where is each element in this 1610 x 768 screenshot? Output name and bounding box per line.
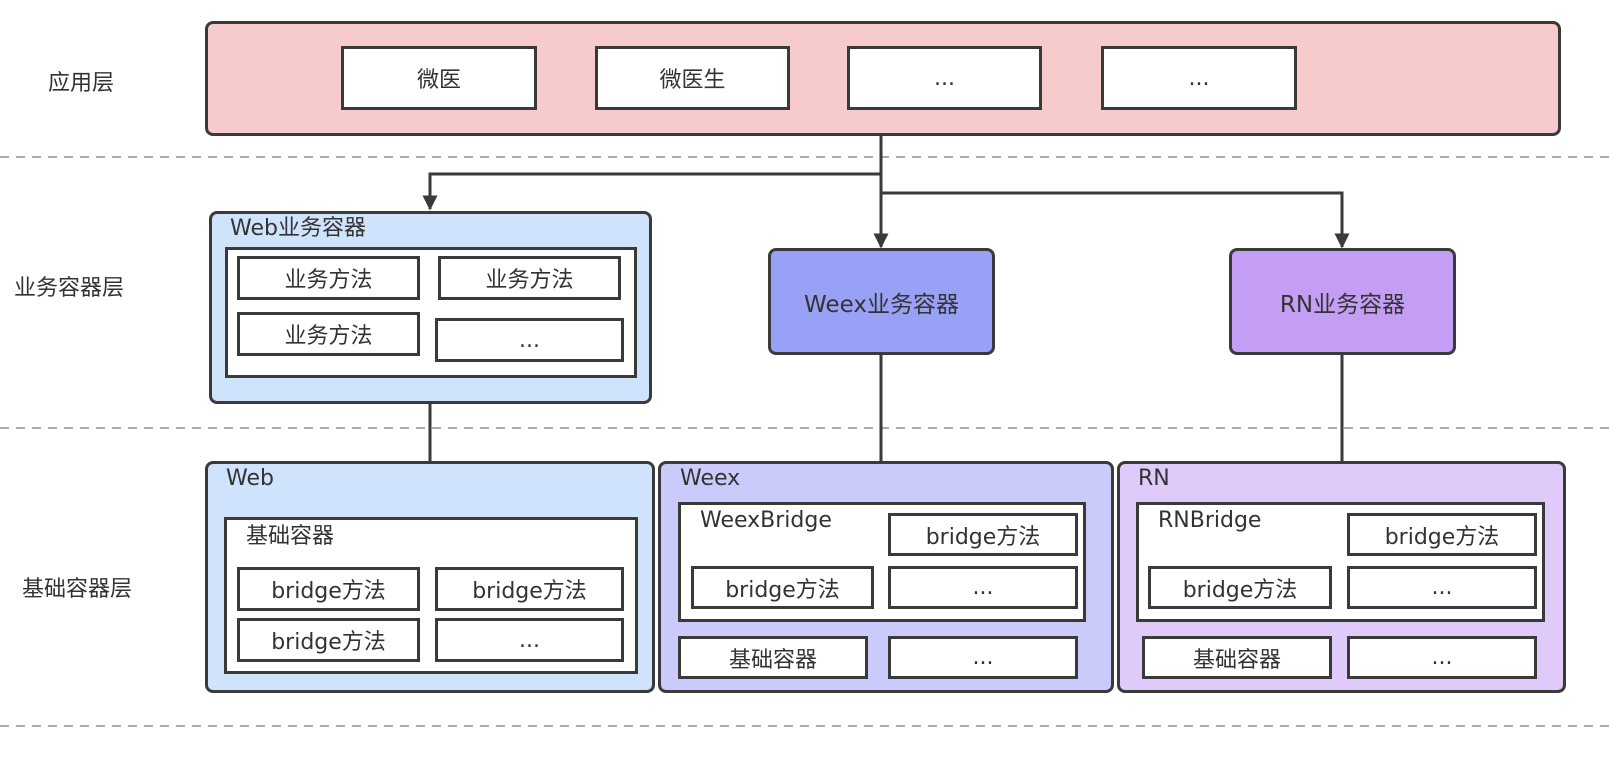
web-base-bridge-method-2: bridge方法 <box>435 567 624 611</box>
layer-label-app: 应用层 <box>48 71 115 96</box>
app-box-weiyisheng: 微医生 <box>595 46 790 110</box>
web-base-title: Web <box>226 466 274 491</box>
weex-bridge-method-more: ... <box>888 566 1078 609</box>
rn-bridge-title: RNBridge <box>1158 508 1262 533</box>
layer-label-base: 基础容器层 <box>22 577 133 602</box>
web-business-method-2: 业务方法 <box>438 256 621 300</box>
web-base-bridge-method-more: ... <box>435 618 624 662</box>
app-box-weiyi: 微医 <box>341 46 537 110</box>
rn-bridge-method-more: ... <box>1347 566 1537 609</box>
web-base-inner-title: 基础容器 <box>246 524 335 549</box>
weex-bridge-title: WeexBridge <box>700 508 832 533</box>
weex-base-more-box: ... <box>888 636 1078 679</box>
layer-label-business: 业务容器层 <box>14 276 125 301</box>
web-business-title: Web业务容器 <box>230 216 366 241</box>
weex-base-title: Weex <box>680 466 741 491</box>
web-business-method-1: 业务方法 <box>237 256 420 300</box>
rn-bridge-method-1: bridge方法 <box>1347 513 1537 556</box>
rn-bridge-method-2: bridge方法 <box>1148 566 1332 609</box>
rn-base-title: RN <box>1138 466 1170 491</box>
weex-business-container: Weex业务容器 <box>768 248 995 355</box>
weex-bridge-method-1: bridge方法 <box>888 513 1078 556</box>
rn-base-more-box: ... <box>1347 636 1537 679</box>
web-base-bridge-method-1: bridge方法 <box>237 567 420 611</box>
app-box-more-1: ... <box>847 46 1042 110</box>
web-base-bridge-method-3: bridge方法 <box>237 618 420 662</box>
weex-bridge-method-2: bridge方法 <box>691 566 874 609</box>
web-business-method-more: ... <box>435 318 624 362</box>
rn-base-core-box: 基础容器 <box>1142 636 1332 679</box>
web-business-method-3: 业务方法 <box>237 312 420 356</box>
arrow-app-to-web-business <box>422 135 883 211</box>
app-box-more-2: ... <box>1101 46 1297 110</box>
arrow-app-to-rn-business <box>881 191 1350 249</box>
weex-base-core-box: 基础容器 <box>678 636 868 679</box>
rn-business-container: RN业务容器 <box>1229 248 1456 355</box>
